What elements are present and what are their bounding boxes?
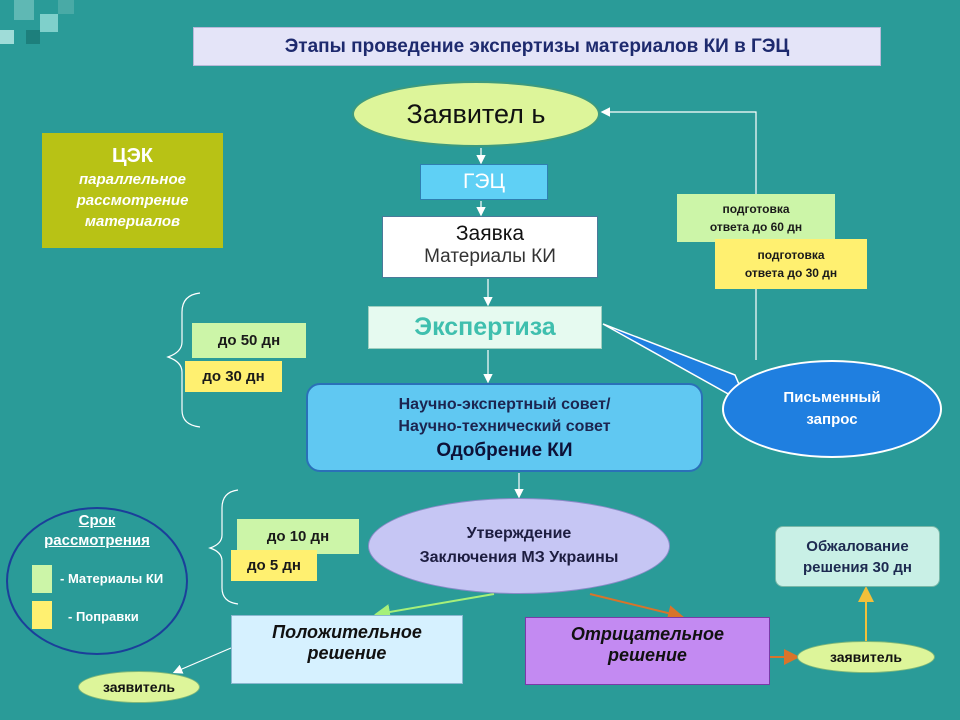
request-title: Заявка bbox=[455, 222, 525, 245]
legend-label-amendments: - Поправки bbox=[68, 609, 139, 624]
approval-line-2: Заключения МЗ Украины bbox=[419, 549, 619, 566]
expertise-node: Экспертиза bbox=[368, 306, 602, 349]
deadline-10-tag: до 10 дн bbox=[237, 519, 359, 554]
written-line-1: Письменный bbox=[783, 389, 881, 406]
corner-decoration bbox=[0, 0, 80, 60]
applicant-node-right: заявитель bbox=[797, 641, 935, 673]
council-line-2: Научно-технический совет bbox=[398, 418, 611, 435]
negative-line-2: решение bbox=[608, 645, 687, 665]
approval-node: Утверждение Заключения МЗ Украины bbox=[368, 498, 670, 594]
legend-title-line-1: Срок bbox=[78, 512, 116, 529]
prep-60-box: подготовка ответа до 60 дн bbox=[677, 194, 835, 242]
prep-30-box: подготовка ответа до 30 дн bbox=[715, 239, 867, 289]
prep-30-line-2: ответа до 30 дн bbox=[744, 266, 838, 280]
positive-line-1: Положительное bbox=[272, 622, 422, 642]
legend-label-materials: - Материалы КИ bbox=[60, 571, 164, 586]
prep-60-line-2: ответа до 60 дн bbox=[709, 220, 803, 234]
appeal-line-2: решения 30 дн bbox=[803, 558, 912, 576]
page-title: Этапы проведение экспертизы материалов К… bbox=[193, 27, 881, 66]
cek-line-2: рассмотрение bbox=[76, 192, 189, 209]
applicant-node-top: Заявител ь bbox=[352, 81, 600, 147]
legend-title: Срок рассмотрения bbox=[26, 511, 168, 551]
negative-decision-node: Отрицательное решение bbox=[525, 617, 770, 685]
appeal-node: Обжалование решения 30 дн bbox=[775, 526, 940, 587]
written-line-2: запрос bbox=[806, 411, 858, 428]
council-line-3: Одобрение КИ bbox=[436, 440, 573, 461]
legend-swatch-materials bbox=[32, 565, 52, 593]
cek-box: ЦЭК параллельное рассмотрение материалов bbox=[42, 133, 223, 248]
approval-line-1: Утверждение bbox=[466, 525, 572, 542]
prep-30-line-1: подготовка bbox=[757, 248, 825, 262]
request-node: Заявка Материалы КИ bbox=[382, 216, 598, 278]
council-node: Научно-экспертный совет/ Научно-техничес… bbox=[306, 383, 703, 472]
positive-line-2: решение bbox=[307, 643, 387, 663]
negative-line-1: Отрицательное bbox=[570, 624, 725, 644]
council-line-1: Научно-экспертный совет/ bbox=[398, 396, 611, 413]
gec-node: ГЭЦ bbox=[420, 164, 548, 200]
deadline-30-tag: до 30 дн bbox=[185, 361, 282, 392]
legend-swatch-amendments bbox=[32, 601, 52, 629]
cek-line-1: параллельное bbox=[79, 171, 186, 188]
applicant-node-left: заявитель bbox=[78, 671, 200, 703]
written-request-node: Письменный запрос bbox=[722, 360, 942, 458]
prep-60-line-1: подготовка bbox=[722, 202, 790, 216]
appeal-line-1: Обжалование bbox=[806, 537, 909, 555]
positive-decision-node: Положительное решение bbox=[231, 615, 463, 684]
deadline-5-tag: до 5 дн bbox=[231, 550, 317, 581]
request-subtitle: Материалы КИ bbox=[424, 246, 556, 267]
legend-title-line-2: рассмотрения bbox=[44, 532, 150, 549]
deadline-50-tag: до 50 дн bbox=[192, 323, 306, 358]
cek-line-3: материалов bbox=[84, 213, 181, 230]
cek-title: ЦЭК bbox=[111, 145, 154, 167]
